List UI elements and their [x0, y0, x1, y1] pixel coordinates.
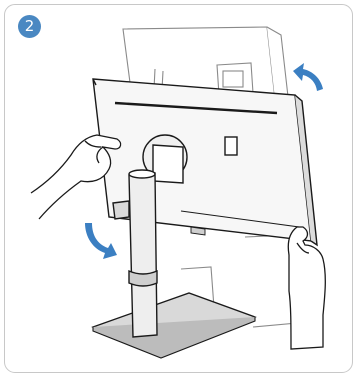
rotate-clockwise-arrow [85, 223, 117, 259]
rotation-diagram [5, 5, 353, 373]
rotate-counterclockwise-arrow [293, 63, 323, 91]
stand-base [93, 293, 255, 358]
monitor-landscape [93, 79, 317, 245]
right-hand-icon [288, 227, 325, 349]
instruction-panel: 2 [4, 4, 353, 373]
